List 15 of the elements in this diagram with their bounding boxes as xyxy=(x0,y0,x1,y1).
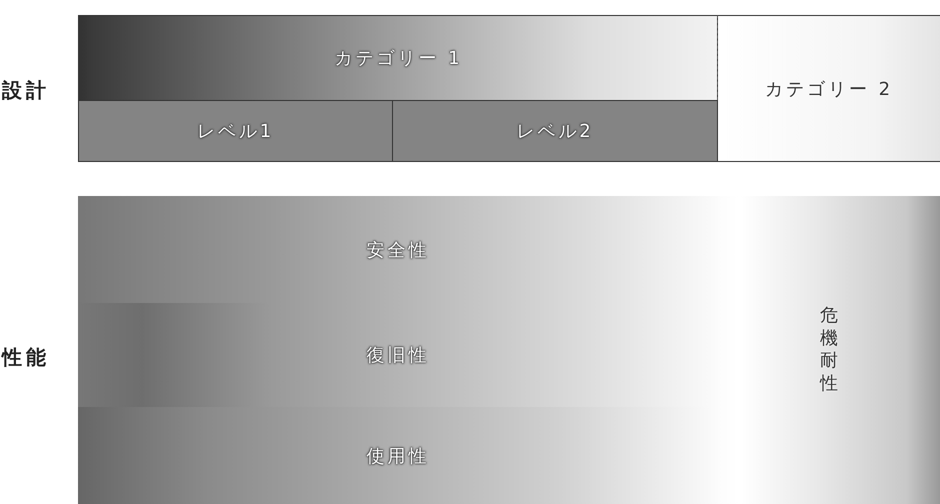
band-label: レベル1 xyxy=(196,120,274,143)
performance-band xyxy=(78,407,718,504)
section-label: 性能 xyxy=(2,344,50,371)
level-box xyxy=(393,100,718,162)
level-box xyxy=(78,100,393,162)
band-label: 使用性 xyxy=(366,444,430,468)
section-label: 設計 xyxy=(2,77,50,104)
band-label: レベル2 xyxy=(516,120,594,143)
category-band xyxy=(78,15,718,100)
band-label: カテゴリー 2 xyxy=(764,78,894,100)
category-band xyxy=(718,15,940,162)
band-label: 復旧性 xyxy=(366,344,430,367)
band-label: 危機耐性 xyxy=(818,305,839,395)
band-label: カテゴリー 1 xyxy=(334,47,463,70)
band-label: 安全性 xyxy=(366,238,430,262)
